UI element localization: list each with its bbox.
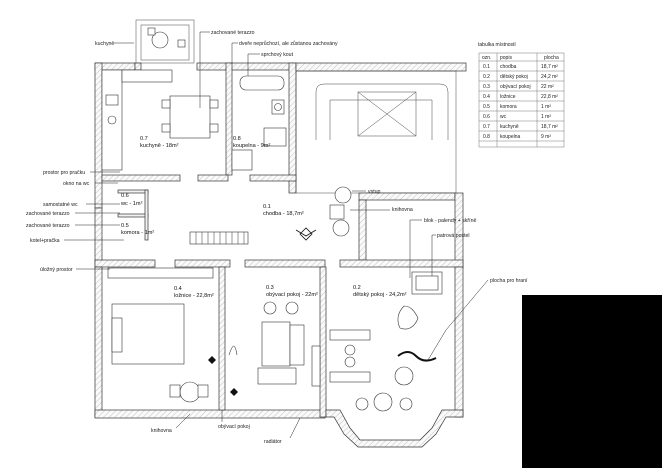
room-code-living: 0.3 (266, 285, 274, 291)
room-text-bedroom: ložnice - 22,8m² (174, 293, 214, 299)
room-table-cell: chodba (500, 64, 517, 70)
note-samostatne-wc: samostatné wc (43, 202, 78, 208)
note-obyvaci-pokoj: obývací pokoj (218, 424, 250, 430)
room-code-children: 0.2 (353, 285, 361, 291)
note-knihovna-right: knihovna (392, 207, 413, 213)
room-table-cell: 0.7 (483, 124, 490, 130)
note-kuchyne: kuchyně (95, 41, 114, 47)
room-code-bedroom: 0.4 (174, 286, 182, 292)
room-table-cell: komora (500, 104, 517, 110)
room-table-cell: 1 m² (541, 114, 551, 120)
note-dvere: dveře neprůchozí, ale zůstanou zachovány (239, 40, 338, 47)
room-table-cell: 0.8 (483, 134, 490, 140)
note-vstup: vstup (368, 189, 381, 195)
room-table-cell: 0.2 (483, 74, 490, 80)
room-text-children: dětský pokoj - 24,2m² (353, 292, 407, 298)
room-table-cell: 18,7 m² (541, 124, 558, 130)
room-table-cell: koupelna (500, 134, 521, 140)
room-table-header-area: plocha (544, 55, 559, 61)
room-table-cell: 0.6 (483, 114, 490, 120)
redacted-block (522, 295, 662, 468)
room-text-wc: wc - 1m² (120, 201, 143, 207)
room-table-cell: 0.3 (483, 84, 490, 90)
room-table-cell: 24,2 m² (541, 74, 558, 80)
walls (94, 19, 467, 448)
room-table-cell: dětský pokoj (500, 74, 528, 80)
room-table-cell: 0.5 (483, 104, 490, 110)
room-table-cell: 9 m² (541, 134, 551, 140)
note-prostor-pro-pracku: prostor pro pračku (43, 170, 85, 176)
room-code-wc: 0.6 (121, 193, 129, 199)
note-knihovna-bottom: knihovna (151, 428, 172, 434)
room-text-kitchen: kuchyně - 18m² (140, 143, 179, 149)
note-kotel-pracka: kotel+pračka (30, 238, 60, 244)
room-code-kitchen: 0.7 (140, 136, 148, 142)
room-table-cell: 22,8 m² (541, 94, 558, 100)
furniture (101, 27, 449, 412)
note-blok: blok - palendy + skříně (424, 218, 476, 224)
room-table-cell: wc (500, 114, 507, 120)
room-table-cell: kuchyně (500, 124, 519, 130)
room-labels: 0.7 kuchyně - 18m² 0.8 koupelna - 9m² 0.… (120, 136, 407, 299)
room-table: tabulka místností ozn. popis plocha 0.1 … (478, 42, 565, 148)
note-zachovane-terazzo-2: zachované terazzo (26, 223, 70, 229)
room-table-cell: 22 m² (541, 84, 554, 90)
room-table-cell: 18,7 m² (541, 64, 558, 70)
room-text-bathroom: koupelna - 9m² (233, 143, 270, 149)
room-table-title: tabulka místností (478, 42, 516, 48)
room-code-storage: 0.5 (121, 223, 129, 229)
room-table-cell: 1 m² (541, 104, 551, 110)
note-patrova-postel: patrová postel (437, 233, 470, 239)
note-plocha-pro-hrani: plocha pro hraní (490, 278, 528, 284)
room-text-storage: komora - 1m² (121, 230, 154, 236)
room-table-header-id: ozn. (482, 55, 491, 61)
room-code-corridor: 0.1 (263, 204, 271, 210)
note-sprchovy-kout: sprchový kout (261, 52, 294, 58)
room-table-header-name: popis (500, 55, 512, 61)
note-zachovane-terazzo-1: zachované terazzo (26, 211, 70, 217)
room-table-cell: 0.4 (483, 94, 490, 100)
room-text-living: obývací pokoj - 22m² (266, 292, 318, 298)
note-zachovane-terazzo-top: zachované terazzo (211, 30, 255, 36)
room-table-cell: obývací pokoj (500, 84, 531, 90)
room-text-corridor: chodba - 18,7m² (263, 211, 304, 217)
room-table-cell: 0.1 (483, 64, 490, 70)
room-table-cell: ložnice (500, 94, 516, 100)
note-ulozny-prostor: úložný prostor (40, 267, 73, 273)
note-radiator: radiátor (264, 439, 282, 445)
annotations: kuchyně zachované terazzo dveře neprůcho… (26, 30, 528, 445)
room-code-bathroom: 0.8 (233, 136, 241, 142)
note-okno-na-wc: okno na wc (63, 181, 90, 187)
